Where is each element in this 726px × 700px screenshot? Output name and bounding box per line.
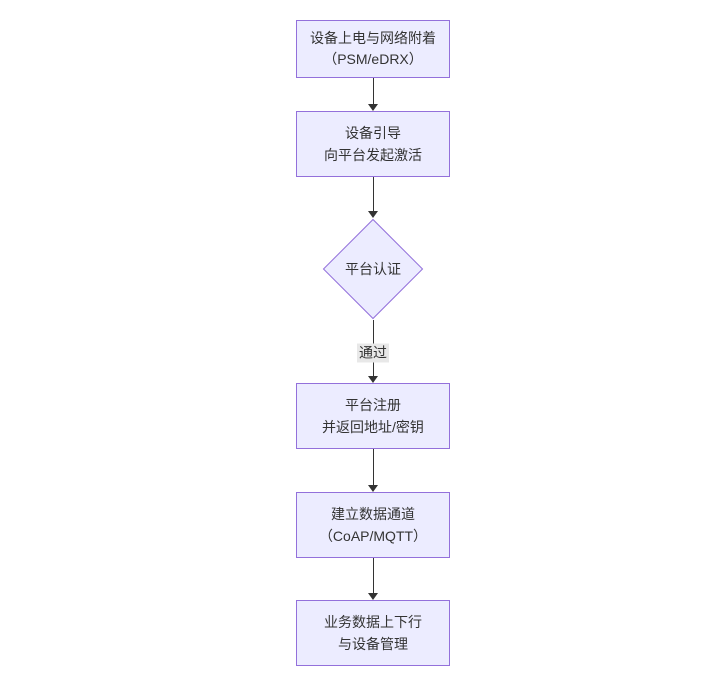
node-text-line: （PSM/eDRX） (323, 51, 423, 67)
edge-line (372, 449, 374, 485)
edge-line (372, 558, 374, 593)
flowchart: 设备上电与网络附着 （PSM/eDRX） 设备引导 向平台发起激活 平台认证 通… (296, 20, 450, 666)
edge-channel-to-business (368, 558, 378, 600)
node-text-line: 与设备管理 (338, 636, 408, 652)
edge-register-to-channel (368, 449, 378, 492)
arrow-down-icon (368, 485, 378, 492)
flow-node-business-data: 业务数据上下行 与设备管理 (296, 600, 450, 666)
node-text-line: 设备上电与网络附着 (310, 30, 436, 46)
arrow-down-icon (368, 376, 378, 383)
node-text-line: 建立数据通道 (331, 506, 415, 522)
node-text-line: 业务数据上下行 (324, 614, 422, 630)
edge-line (372, 177, 374, 211)
flow-node-data-channel: 建立数据通道 （CoAP/MQTT） (296, 492, 450, 558)
edge-label-pass: 通过 (357, 343, 389, 363)
node-text-line: 向平台发起激活 (324, 147, 422, 163)
flow-node-power-attach: 设备上电与网络附着 （PSM/eDRX） (296, 20, 450, 78)
edge-bootstrap-to-auth (368, 177, 378, 218)
arrow-down-icon (368, 593, 378, 600)
arrow-down-icon (368, 104, 378, 111)
node-text-line: 平台注册 (345, 397, 401, 413)
node-text-line: 并返回地址/密钥 (322, 419, 424, 435)
flow-node-platform-auth: 平台认证 (322, 218, 424, 320)
node-text-line: （CoAP/MQTT） (318, 528, 428, 544)
flow-node-bootstrap-activate: 设备引导 向平台发起激活 (296, 111, 450, 177)
edge-power-to-bootstrap (368, 78, 378, 111)
edge-auth-to-register: 通过 (357, 320, 389, 383)
arrow-down-icon (368, 211, 378, 218)
node-text-line: 平台认证 (345, 261, 401, 277)
edge-line (372, 78, 374, 104)
node-text-line: 设备引导 (345, 125, 401, 141)
flow-node-platform-register: 平台注册 并返回地址/密钥 (296, 383, 450, 449)
